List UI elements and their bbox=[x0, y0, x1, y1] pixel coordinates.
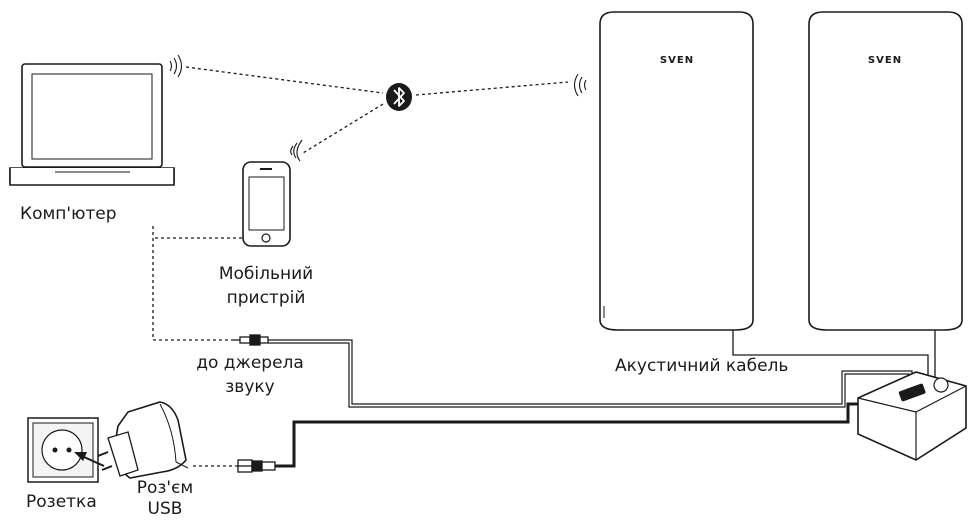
wall-socket-icon bbox=[27, 417, 99, 483]
audio-source-label-line2: звуку bbox=[225, 377, 275, 397]
audio-cable bbox=[268, 339, 913, 405]
audio-jack-icon bbox=[232, 334, 269, 346]
speaker-icon bbox=[599, 11, 754, 331]
bluetooth-icon bbox=[386, 83, 412, 111]
speaker-brand-left: SVEN bbox=[660, 55, 694, 66]
usb-connector-label-line2: USB bbox=[147, 499, 183, 519]
phone-bluetooth-link bbox=[302, 103, 384, 154]
audio-source-label-line1: до джерела bbox=[196, 353, 304, 373]
laptop-bluetooth-link bbox=[185, 66, 384, 94]
wireless-signal-icon bbox=[169, 54, 183, 78]
speaker-bluetooth-link bbox=[415, 81, 569, 96]
speaker-cable-label: Акустичний кабель bbox=[615, 356, 789, 376]
usb-power-cable bbox=[275, 402, 868, 468]
usb-plug-icon bbox=[237, 459, 276, 473]
audio-cable-inner bbox=[268, 342, 910, 408]
wireless-receiver-icon bbox=[857, 371, 967, 461]
wireless-signal-icon bbox=[290, 139, 303, 162]
socket-label: Розетка bbox=[26, 492, 97, 512]
mobile-device-label-line1: Мобільний bbox=[218, 264, 314, 284]
usb-connector-label-line1: Роз'єм bbox=[136, 478, 194, 498]
speaker-cable bbox=[732, 320, 929, 383]
laptop-icon bbox=[9, 63, 175, 186]
wired-dashed-links bbox=[152, 226, 243, 467]
smartphone-icon bbox=[242, 161, 291, 247]
usb-power-adapter-icon bbox=[97, 401, 189, 479]
mobile-device-label-line2: пристрій bbox=[226, 288, 306, 308]
speaker-brand-right: SVEN bbox=[868, 55, 902, 66]
arrow-icon bbox=[74, 452, 105, 467]
bluetooth-links bbox=[185, 66, 569, 154]
speaker-icon bbox=[808, 11, 963, 331]
laptop-to-jack-link bbox=[152, 226, 232, 341]
computer-label: Комп'ютер bbox=[20, 204, 117, 224]
wireless-signal-icon bbox=[573, 73, 587, 97]
